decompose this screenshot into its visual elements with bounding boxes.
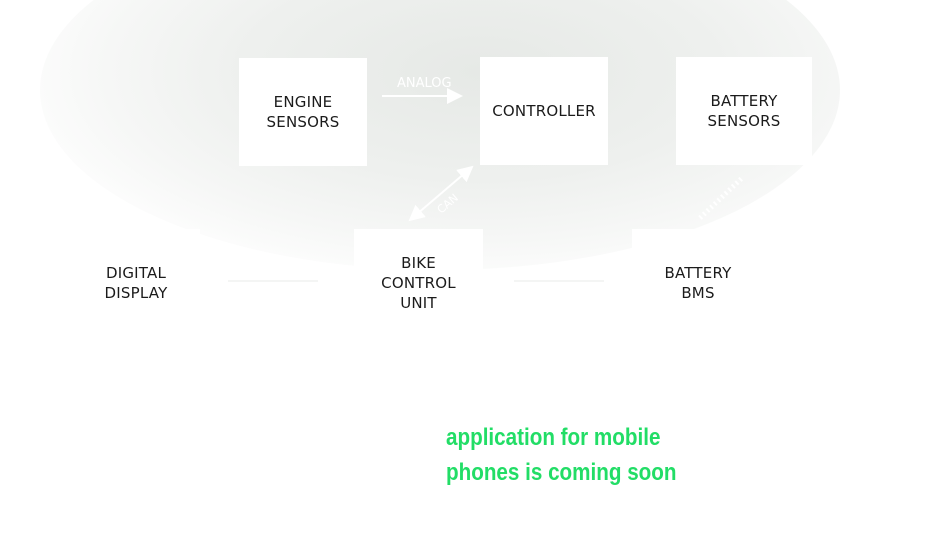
- controller-node: CONTROLLER: [480, 57, 608, 165]
- digital-display-node: DIGITAL DISPLAY: [72, 229, 200, 337]
- edge-label-can: CAN: [435, 191, 461, 216]
- battery-sensors-node: BATTERY SENSORS: [676, 57, 812, 165]
- edge-label-analog: ANALOG: [397, 76, 452, 91]
- mobile-app-coming-soon-text: application for mobile phones is coming …: [446, 424, 677, 486]
- arrow-controller-to-bcu: [408, 165, 474, 222]
- engine-sensors-node: ENGINE SENSORS: [239, 58, 367, 166]
- battery-bms-node: BATTERY BMS: [632, 229, 764, 337]
- link-battery-sensors-to-bms: [698, 176, 744, 220]
- bike-control-unit-node: BIKE CONTROL UNIT: [354, 229, 483, 337]
